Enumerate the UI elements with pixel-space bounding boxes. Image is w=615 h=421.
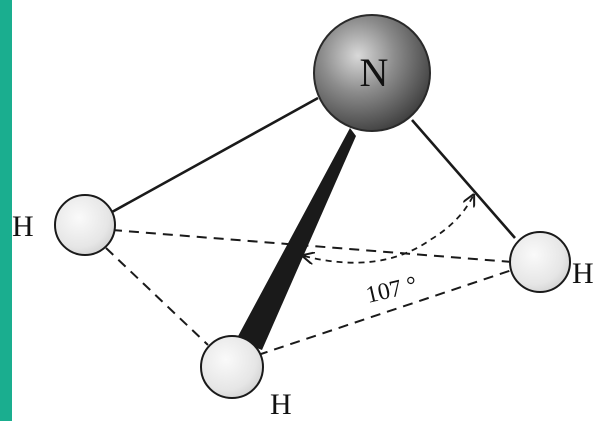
hydrogen-label-right: H	[572, 257, 594, 290]
bond-n-h-left	[111, 96, 319, 214]
hydrogen-atom-left	[54, 194, 116, 256]
hydrogen-label-left: H	[12, 210, 34, 243]
dashed-edge-left-front	[105, 247, 209, 346]
bond-n-h-right	[411, 119, 516, 239]
hydrogen-atom-right	[509, 231, 571, 293]
hydrogen-label-front: H	[270, 388, 292, 421]
side-border-strip	[0, 0, 12, 421]
nitrogen-label: N	[360, 50, 389, 95]
hydrogen-atom-front	[200, 335, 264, 399]
dashed-edge-front-right	[257, 269, 513, 356]
wedge-bond-n-h-front	[236, 128, 356, 350]
nitrogen-atom	[313, 14, 431, 132]
bond-angle-arc	[304, 196, 473, 263]
